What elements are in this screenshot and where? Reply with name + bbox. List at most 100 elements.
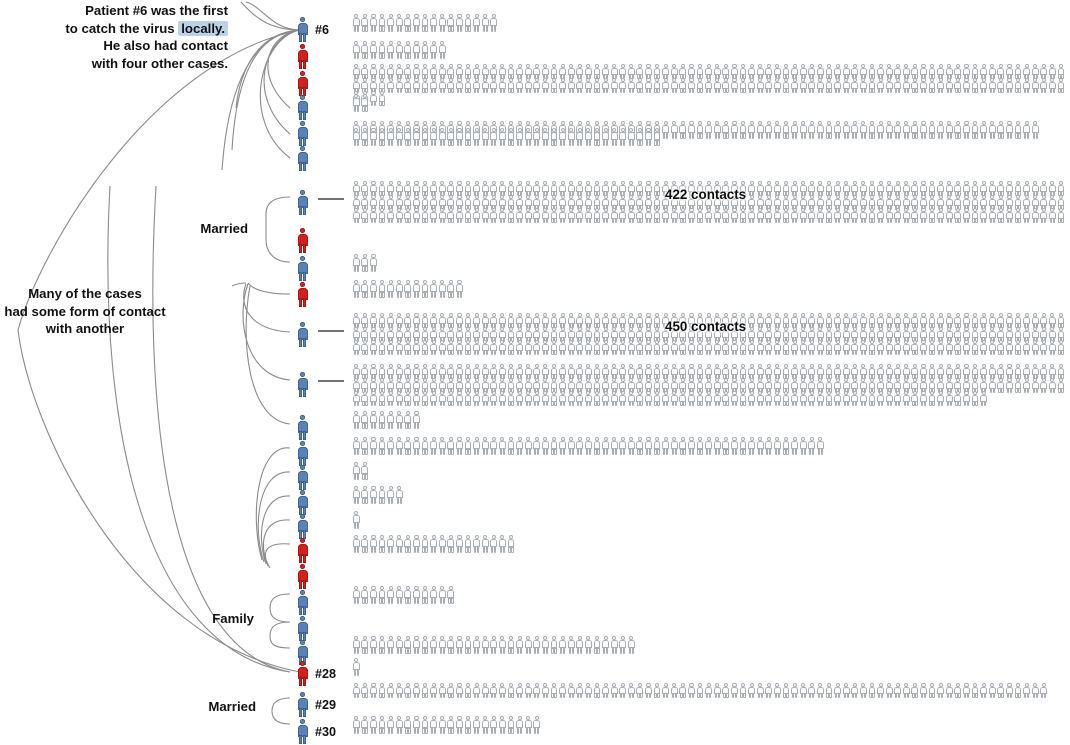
contact-icon	[825, 77, 834, 93]
contact-icon	[541, 64, 550, 80]
contact-icon	[352, 41, 361, 59]
contact-icon	[816, 77, 825, 93]
contact-icon	[455, 194, 464, 210]
contact-icon	[455, 128, 464, 146]
case-icon-29[interactable]	[295, 692, 310, 718]
contact-icon	[575, 313, 584, 329]
contact-icon	[997, 683, 1006, 699]
case-icon-20[interactable]	[295, 590, 310, 616]
contact-icon	[369, 77, 378, 93]
contact-icon	[936, 340, 945, 356]
contact-icon	[601, 181, 610, 197]
contact-icon	[1005, 77, 1014, 93]
contact-icon	[447, 340, 456, 356]
case-icon-15[interactable]	[295, 465, 310, 491]
contact-icon	[936, 377, 945, 393]
case-icon-8[interactable]	[295, 228, 310, 254]
contact-icon	[859, 313, 868, 329]
contact-icon	[593, 208, 602, 224]
case-icon-13[interactable]	[295, 415, 310, 441]
case-icon-28[interactable]	[295, 661, 310, 687]
contact-icon	[807, 340, 816, 356]
contact-icon	[911, 194, 920, 210]
contact-icon	[593, 326, 602, 342]
contact-icon	[859, 683, 868, 699]
contact-icon	[850, 340, 859, 356]
case-icon-12[interactable]	[295, 372, 310, 398]
case-icon-9[interactable]	[295, 256, 310, 282]
contact-icon	[765, 181, 774, 197]
case-icon-10[interactable]	[295, 282, 310, 308]
case-icon-6[interactable]	[295, 17, 310, 43]
contact-icon	[997, 64, 1006, 80]
contact-icon	[876, 64, 885, 80]
contact-icon	[618, 340, 627, 356]
contact-icon	[507, 64, 516, 80]
contact-icon	[490, 535, 499, 553]
contact-icon	[378, 377, 387, 393]
contact-icon	[532, 364, 541, 380]
contact-icon	[885, 326, 894, 342]
case-icon-6[interactable]	[295, 146, 310, 172]
case-icon-18[interactable]	[295, 538, 310, 564]
contact-icon	[1040, 377, 1049, 393]
case-icon-14[interactable]	[295, 441, 310, 467]
contact-icon	[490, 340, 499, 356]
contact-icon	[532, 391, 541, 407]
case-icon-7[interactable]	[295, 190, 310, 216]
case-icon-30[interactable]	[295, 719, 310, 745]
contact-icon	[799, 64, 808, 80]
contact-icon	[842, 77, 851, 93]
case-icon-2[interactable]	[295, 44, 310, 70]
contact-icon	[352, 313, 361, 329]
contact-icon	[893, 391, 902, 407]
contact-icon	[361, 128, 370, 146]
case-icon-22[interactable]	[295, 640, 310, 666]
contact-icon	[730, 391, 739, 407]
contact-icon	[1014, 194, 1023, 210]
case-icon-21[interactable]	[295, 616, 310, 642]
contact-icon	[429, 280, 438, 298]
contact-icon	[464, 364, 473, 380]
contact-icon	[696, 377, 705, 393]
contact-icon	[1048, 208, 1057, 224]
contact-icon	[902, 64, 911, 80]
contact-icon	[739, 64, 748, 80]
contact-icon	[902, 364, 911, 380]
contact-icon	[490, 194, 499, 210]
contact-icon	[395, 194, 404, 210]
contact-icon	[773, 181, 782, 197]
contact-icon	[825, 181, 834, 197]
contact-icon	[997, 313, 1006, 329]
contact-icon	[868, 683, 877, 699]
case-icon-19[interactable]	[295, 564, 310, 590]
contact-icon	[532, 128, 541, 146]
case-icon-4[interactable]	[295, 95, 310, 121]
contact-icon	[558, 64, 567, 80]
contact-icon	[532, 437, 541, 455]
contact-icon	[404, 313, 413, 329]
contact-icon	[954, 391, 963, 407]
case-icon-3[interactable]	[295, 71, 310, 97]
contact-icon	[472, 77, 481, 93]
contact-icon	[713, 437, 722, 455]
case-icon-17[interactable]	[295, 514, 310, 540]
contact-icon	[747, 391, 756, 407]
case-icon-16[interactable]	[295, 490, 310, 516]
contact-icon	[670, 340, 679, 356]
contact-icon	[1040, 208, 1049, 224]
contact-icon	[799, 391, 808, 407]
contact-icon	[739, 340, 748, 356]
contact-icon	[481, 181, 490, 197]
contact-icon	[361, 194, 370, 210]
contact-icon	[481, 326, 490, 342]
contact-icon	[386, 486, 395, 504]
contact-icon	[472, 326, 481, 342]
contact-icon	[773, 326, 782, 342]
contact-icon	[386, 313, 395, 329]
case-icon-11[interactable]	[295, 322, 310, 348]
contact-icon	[541, 313, 550, 329]
contact-icon	[790, 377, 799, 393]
case-icon-5[interactable]	[295, 121, 310, 147]
contact-icon	[438, 77, 447, 93]
